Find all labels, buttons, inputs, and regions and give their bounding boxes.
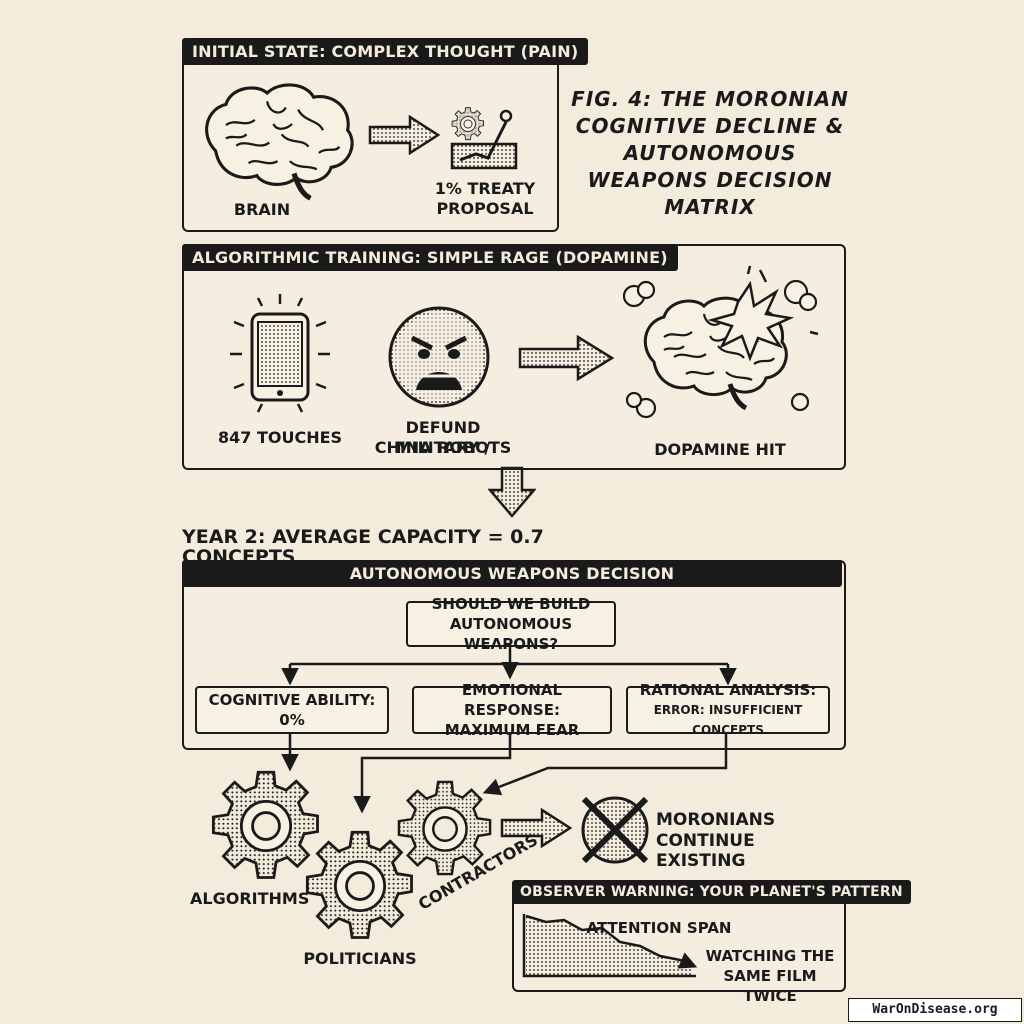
face-label-line-2: CHINA ROBOTS [374,438,512,457]
figure-title: FIG. 4: THE MORONIAN COGNITIVE DECLINE &… [571,87,849,219]
question-node: SHOULD WE BUILD AUTONOMOUS WEAPONS? [406,595,616,653]
cognitive-ability-node: COGNITIVE ABILITY: 0% [195,686,389,734]
dopamine-label: DOPAMINE HIT [654,440,786,459]
exploding-brain-icon [622,265,819,419]
attention-decline-chart [522,914,698,978]
outcome-line-2: CONTINUE EXISTING [656,831,755,871]
question-line-1: SHOULD WE BUILD [431,595,591,613]
emotional-line-2: MAXIMUM FEAR [444,721,580,739]
cognitive-line-1: COGNITIVE ABILITY: [208,691,376,709]
watermark: WarOnDisease.org [848,998,1022,1022]
arrow-right-icon [518,335,614,381]
rational-line-2: ERROR: INSUFFICIENT CONCEPTS [653,703,803,737]
treaty-gears-chart-icon [450,107,518,170]
initial-state-title: INITIAL STATE: COMPLEX THOUGHT (PAIN) [182,38,589,65]
algorithmic-training-title: ALGORITHMIC TRAINING: SIMPLE RAGE (DOPAM… [182,244,678,271]
treaty-label-line-1: 1% TREATY [434,179,536,198]
rational-line-1: RATIONAL ANALYSIS: [639,681,817,699]
outcome-line-1: MORONIANS [656,810,776,830]
decision-title: AUTONOMOUS WEAPONS DECISION [182,560,842,587]
phone-icon [230,294,330,413]
watching-line-1: WATCHING THE [705,947,835,965]
brain-label: BRAIN [233,200,291,219]
crossed-circle-icon [581,796,649,864]
watching-line-2: SAME FILM TWICE [723,967,817,1005]
arrow-down-icon [488,466,536,518]
emotional-response-node: EMOTIONAL RESPONSE: MAXIMUM FEAR [412,681,612,739]
cognitive-line-2: 0% [279,711,305,729]
gear-label-algorithms: ALGORITHMS [190,889,310,908]
gear-label-politicians: POLITICIANS [303,949,417,968]
observer-warning-title: OBSERVER WARNING: YOUR PLANET'S PATTERN [512,880,911,904]
angry-face-icon [388,306,490,408]
phone-label: 847 TOUCHES [217,428,343,447]
treaty-label-line-2: PROPOSAL [436,199,534,218]
attention-span-label: ATTENTION SPAN [586,919,732,937]
emotional-line-1: EMOTIONAL RESPONSE: [461,681,563,719]
face-label-line-1: DEFUND MILITARY / [395,418,491,457]
rational-analysis-node: RATIONAL ANALYSIS: ERROR: INSUFFICIENT C… [626,681,830,737]
arrow-right-icon [500,808,572,848]
arrow-right-icon [368,115,440,155]
